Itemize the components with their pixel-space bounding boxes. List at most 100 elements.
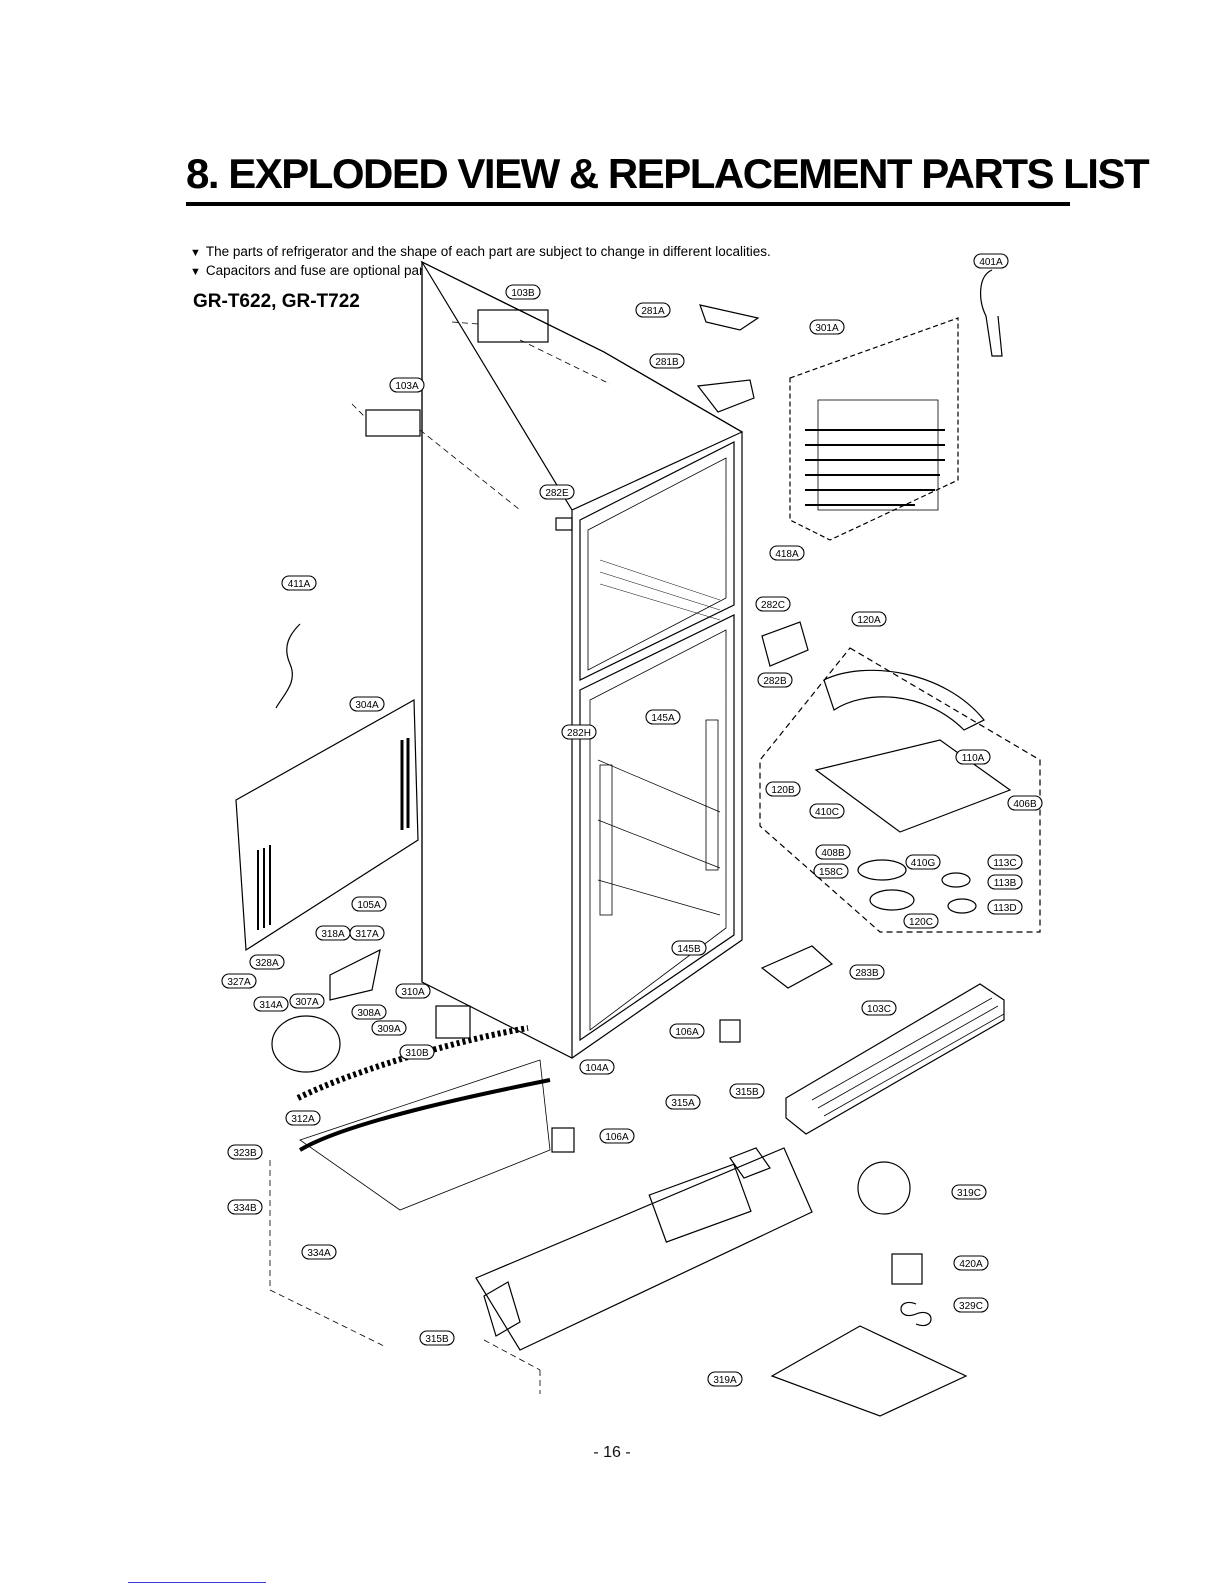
footer-link-underline [128, 1582, 266, 1583]
svg-text:314A: 314A [259, 1000, 283, 1011]
callout-120c: 120C [903, 913, 939, 929]
svg-text:283B: 283B [855, 968, 879, 979]
callout-104a: 104A [579, 1059, 615, 1075]
callout-315b-bottom: 315B [419, 1330, 455, 1346]
triangle-bullet-icon: ▼ [190, 266, 201, 278]
pad-315b-right [729, 1147, 771, 1179]
svg-text:103A: 103A [395, 381, 419, 392]
callout-120b: 120B [765, 781, 801, 797]
svg-text:304A: 304A [355, 700, 379, 711]
hinge-cover-top [477, 309, 549, 343]
callout-334b: 334B [227, 1199, 263, 1215]
svg-text:281A: 281A [641, 306, 665, 317]
callout-301a: 301A [809, 319, 845, 335]
callout-410g: 410G [905, 854, 941, 870]
svg-text:323B: 323B [233, 1148, 257, 1159]
callout-315a: 315A [665, 1094, 701, 1110]
callout-105a: 105A [351, 896, 387, 912]
callout-113c: 113C [987, 854, 1023, 870]
svg-text:315B: 315B [425, 1334, 449, 1345]
svg-text:401A: 401A [979, 257, 1003, 268]
compressor-307a [271, 1015, 341, 1073]
callout-120a: 120A [851, 611, 887, 627]
callout-401a: 401A [973, 253, 1009, 269]
note-item: ▼The parts of refrigerator and the shape… [190, 243, 771, 262]
callout-106a-lower: 106A [599, 1128, 635, 1144]
part-113d [947, 898, 977, 914]
valve-420a [891, 1253, 923, 1285]
svg-text:282C: 282C [761, 600, 785, 611]
callout-282b: 282B [757, 672, 793, 688]
svg-text:120B: 120B [771, 785, 795, 796]
svg-text:145B: 145B [677, 944, 701, 955]
svg-text:327A: 327A [227, 977, 251, 988]
diagram-linework [235, 260, 1041, 1417]
svg-text:410C: 410C [815, 807, 839, 818]
svg-text:103B: 103B [511, 288, 535, 299]
svg-text:103C: 103C [867, 1004, 891, 1015]
svg-text:329C: 329C [959, 1301, 983, 1312]
svg-text:307A: 307A [295, 997, 319, 1008]
callout-327a: 327A [221, 973, 257, 989]
leg-106a-lower [551, 1127, 575, 1153]
svg-text:420A: 420A [959, 1259, 983, 1270]
hinge-281b [696, 379, 755, 413]
model-label: GR-T622, GR-T722 [193, 291, 360, 312]
callout-158c: 158C [813, 863, 849, 879]
note-text: Capacitors and fuse are optional parts. [205, 263, 438, 278]
callout-406b: 406B [1007, 795, 1043, 811]
callout-334a: 334A [301, 1244, 337, 1260]
svg-text:113C: 113C [993, 858, 1016, 869]
callout-312a: 312A [285, 1110, 321, 1126]
svg-text:315A: 315A [671, 1098, 695, 1109]
hinge-283b [760, 945, 834, 989]
callout-318a: 318A [315, 925, 351, 941]
callout-110a: 110A [955, 749, 991, 765]
callout-281b: 281B [649, 353, 685, 369]
callout-106a-right: 106A [669, 1023, 705, 1039]
svg-text:106A: 106A [605, 1132, 629, 1143]
svg-text:315B: 315B [735, 1087, 759, 1098]
coil-lower [296, 1025, 529, 1101]
callout-103c: 103C [861, 1000, 897, 1016]
base-recess [648, 1163, 752, 1243]
callout-282c: 282C [755, 596, 791, 612]
svg-text:110A: 110A [962, 753, 985, 764]
cap-282e [555, 517, 573, 531]
svg-text:408B: 408B [821, 848, 845, 859]
svg-text:334B: 334B [233, 1203, 257, 1214]
leg-106a [719, 1019, 741, 1043]
callout-145a: 145A [645, 709, 681, 725]
callout-282e: 282E [539, 484, 575, 500]
svg-text:281B: 281B [655, 357, 679, 368]
title-underline [186, 202, 1070, 206]
callout-319a: 319A [707, 1371, 743, 1387]
callout-310a: 310A [395, 983, 431, 999]
svg-text:411A: 411A [288, 579, 311, 590]
cover-120c [869, 889, 915, 911]
svg-text:410G: 410G [911, 858, 936, 869]
callout-410c: 410C [809, 803, 845, 819]
callout-329c: 329C [953, 1297, 989, 1313]
svg-text:310A: 310A [401, 987, 425, 998]
fan-blade-329c [900, 1301, 932, 1327]
svg-text:282B: 282B [763, 676, 787, 687]
svg-text:282H: 282H [567, 728, 591, 739]
svg-text:120C: 120C [909, 917, 933, 928]
svg-text:113D: 113D [993, 903, 1016, 914]
svg-text:158C: 158C [819, 867, 843, 878]
svg-text:319A: 319A [713, 1375, 737, 1386]
svg-text:113B: 113B [994, 878, 1017, 889]
grille-103c [785, 983, 1005, 1135]
triangle-bullet-icon: ▼ [190, 247, 201, 259]
condenser-drawing [789, 317, 959, 541]
callout-307a: 307A [289, 993, 325, 1009]
svg-text:106A: 106A [675, 1027, 699, 1038]
callout-281a: 281A [635, 302, 671, 318]
callout-411a: 411A [281, 575, 317, 591]
callout-328a: 328A [249, 954, 285, 970]
drain-tray-319a [770, 1325, 968, 1417]
fan-motor-319c [857, 1161, 911, 1215]
callout-319c: 319C [951, 1184, 987, 1200]
